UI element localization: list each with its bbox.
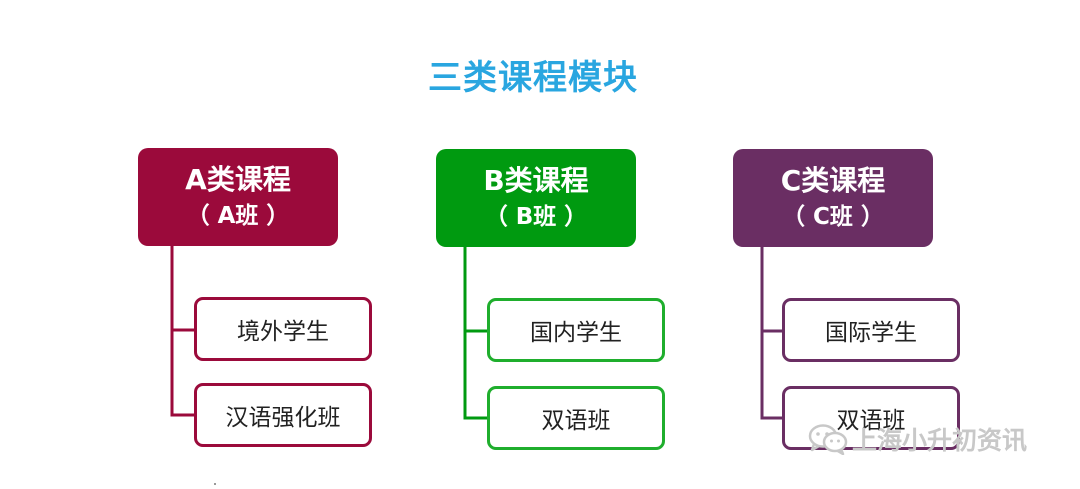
header-c-sub: （ C班 ） — [782, 204, 884, 230]
watermark-text: 上海小升初资讯 — [852, 426, 1028, 455]
child-box-b-2: 双语班 — [487, 386, 665, 450]
watermark: 上海小升初资讯 — [808, 421, 1027, 457]
header-b-sub: （ B班 ） — [484, 204, 588, 230]
child-box-a-2: 汉语强化班 — [194, 383, 372, 447]
wechat-icon — [808, 424, 848, 455]
header-box-b: B类课程 （ B班 ） — [436, 149, 636, 247]
child-box-a-1: 境外学生 — [194, 297, 372, 361]
header-box-a: A类课程 （ A班 ） — [138, 148, 338, 246]
header-a-name: A类课程 — [185, 163, 291, 196]
child-box-b-1: 国内学生 — [487, 298, 665, 362]
diagram-title: 三类课程模块 — [428, 58, 638, 98]
header-a-sub: （ A班 ） — [186, 203, 290, 229]
connector-c — [760, 247, 784, 420]
stray-dot — [214, 483, 216, 485]
child-box-c-1: 国际学生 — [782, 298, 960, 362]
header-c-name: C类课程 — [780, 164, 886, 197]
connector-a — [170, 246, 196, 417]
header-box-c: C类课程 （ C班 ） — [733, 149, 933, 247]
connector-b — [463, 247, 489, 420]
header-b-name: B类课程 — [483, 164, 589, 197]
